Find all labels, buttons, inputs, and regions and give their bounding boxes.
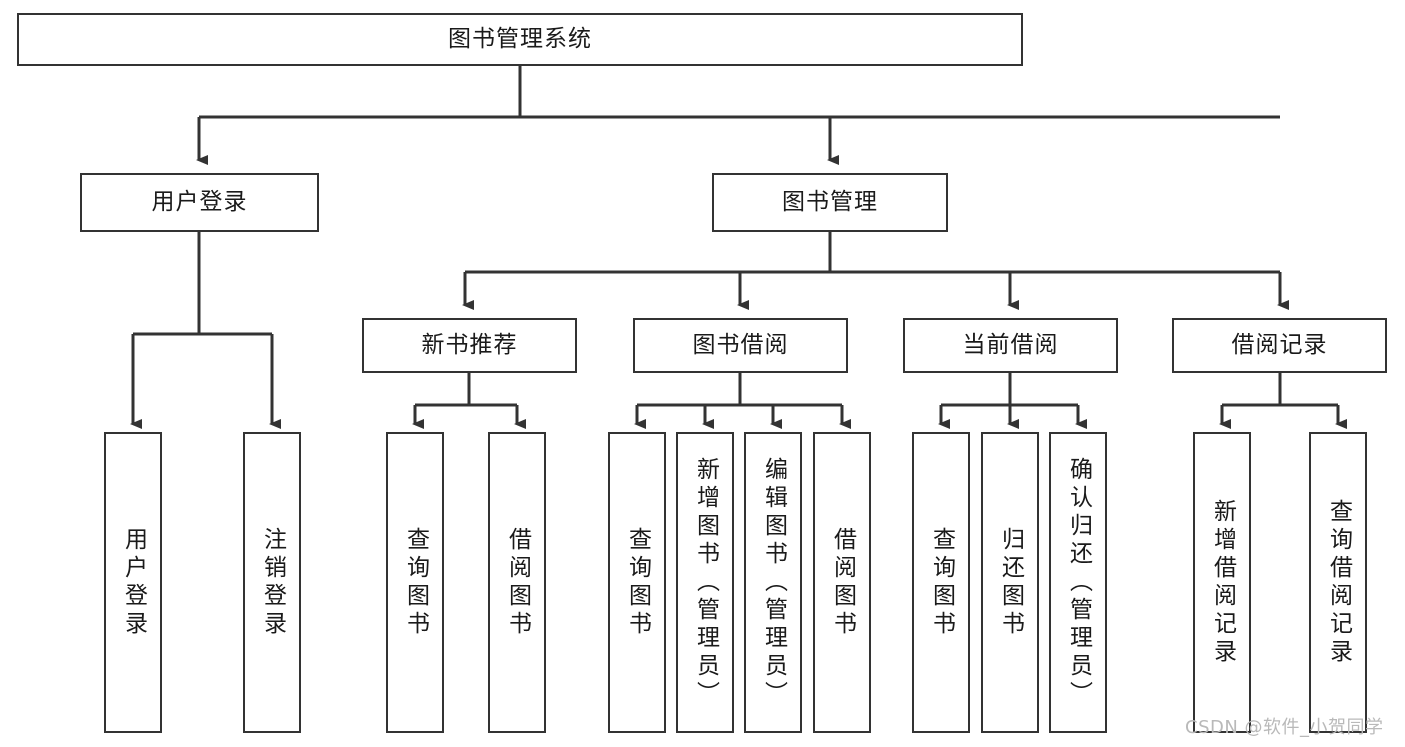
leaf-current-query-label: 查询图书 — [928, 526, 955, 639]
node-book-borrowing-label: 图书借阅 — [692, 331, 789, 358]
leaf-current-confirm-return[interactable]: 确认归还（管理员） — [1049, 432, 1107, 733]
node-book-management-label: 图书管理 — [782, 188, 878, 215]
leaf-current-return[interactable]: 归还图书 — [981, 432, 1039, 733]
node-book-management[interactable]: 图书管理 — [712, 173, 948, 232]
leaf-borrow-borrow-book[interactable]: 借阅图书 — [813, 432, 871, 733]
leaf-borrow-edit-book[interactable]: 编辑图书（管理员） — [744, 432, 802, 733]
leaf-borrow-query-label: 查询图书 — [624, 526, 651, 639]
leaf-records-add[interactable]: 新增借阅记录 — [1193, 432, 1251, 733]
leaf-current-confirm-return-label: 确认归还（管理员） — [1065, 456, 1092, 709]
leaf-user-login-signin-label: 用户登录 — [120, 526, 147, 639]
node-current-borrowing-label: 当前借阅 — [962, 331, 1059, 358]
leaf-user-login-signout-label: 注销登录 — [259, 526, 286, 639]
leaf-new-books-borrow-label: 借阅图书 — [504, 526, 531, 639]
leaf-borrow-add-book[interactable]: 新增图书（管理员） — [676, 432, 734, 733]
leaf-user-login-signin[interactable]: 用户登录 — [104, 432, 162, 733]
leaf-current-query[interactable]: 查询图书 — [912, 432, 970, 733]
watermark: CSDN @软件_小贺同学 — [1185, 717, 1384, 738]
leaf-borrow-query[interactable]: 查询图书 — [608, 432, 666, 733]
node-root-label: 图书管理系统 — [448, 25, 592, 52]
node-borrow-records[interactable]: 借阅记录 — [1172, 318, 1387, 373]
leaf-records-query-label: 查询借阅记录 — [1325, 498, 1352, 667]
node-book-borrowing[interactable]: 图书借阅 — [633, 318, 848, 373]
leaf-borrow-edit-book-label: 编辑图书（管理员） — [760, 456, 787, 709]
leaf-user-login-signout[interactable]: 注销登录 — [243, 432, 301, 733]
leaf-new-books-query-label: 查询图书 — [402, 526, 429, 639]
node-new-book-recommendation-label: 新书推荐 — [421, 331, 518, 358]
node-user-login-label: 用户登录 — [151, 188, 248, 215]
leaf-new-books-query[interactable]: 查询图书 — [386, 432, 444, 733]
leaf-records-query[interactable]: 查询借阅记录 — [1309, 432, 1367, 733]
node-root[interactable]: 图书管理系统 — [17, 13, 1023, 66]
node-current-borrowing[interactable]: 当前借阅 — [903, 318, 1118, 373]
leaf-new-books-borrow[interactable]: 借阅图书 — [488, 432, 546, 733]
leaf-records-add-label: 新增借阅记录 — [1209, 498, 1236, 667]
leaf-current-return-label: 归还图书 — [997, 526, 1024, 639]
node-borrow-records-label: 借阅记录 — [1231, 331, 1328, 358]
leaf-borrow-borrow-book-label: 借阅图书 — [829, 526, 856, 639]
leaf-borrow-add-book-label: 新增图书（管理员） — [692, 456, 719, 709]
node-user-login[interactable]: 用户登录 — [80, 173, 319, 232]
node-new-book-recommendation[interactable]: 新书推荐 — [362, 318, 577, 373]
